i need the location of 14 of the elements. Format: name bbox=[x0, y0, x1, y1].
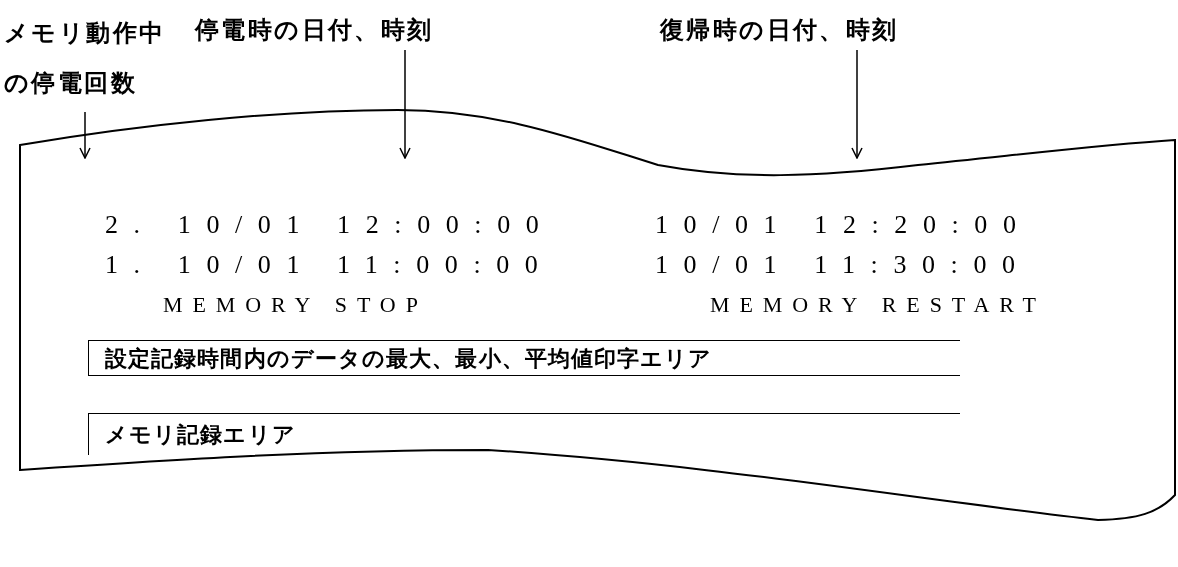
callout-label: 停電時の日付、時刻 bbox=[195, 14, 434, 46]
area-label: メモリ記録エリア bbox=[105, 421, 296, 449]
printout-text: MEMORY RESTART bbox=[710, 291, 1046, 319]
arrow bbox=[79, 111, 91, 159]
arrow bbox=[399, 49, 411, 159]
arrow bbox=[851, 49, 863, 159]
printout-text: MEMORY STOP bbox=[163, 291, 428, 319]
callout-label: メモリ動作中の停電回数 bbox=[4, 8, 169, 108]
printout-text: 2. 10/01 12:00:00 bbox=[105, 209, 555, 241]
area-label: 設定記録時間内のデータの最大、最小、平均値印字エリア bbox=[105, 344, 713, 373]
callout-label: 復帰時の日付、時刻 bbox=[660, 14, 899, 46]
printout-text: 10/01 12:20:00 bbox=[655, 209, 1032, 241]
printout-text: 1. 10/01 11:00:00 bbox=[105, 249, 554, 281]
printout-text: 10/01 11:30:00 bbox=[655, 249, 1031, 281]
